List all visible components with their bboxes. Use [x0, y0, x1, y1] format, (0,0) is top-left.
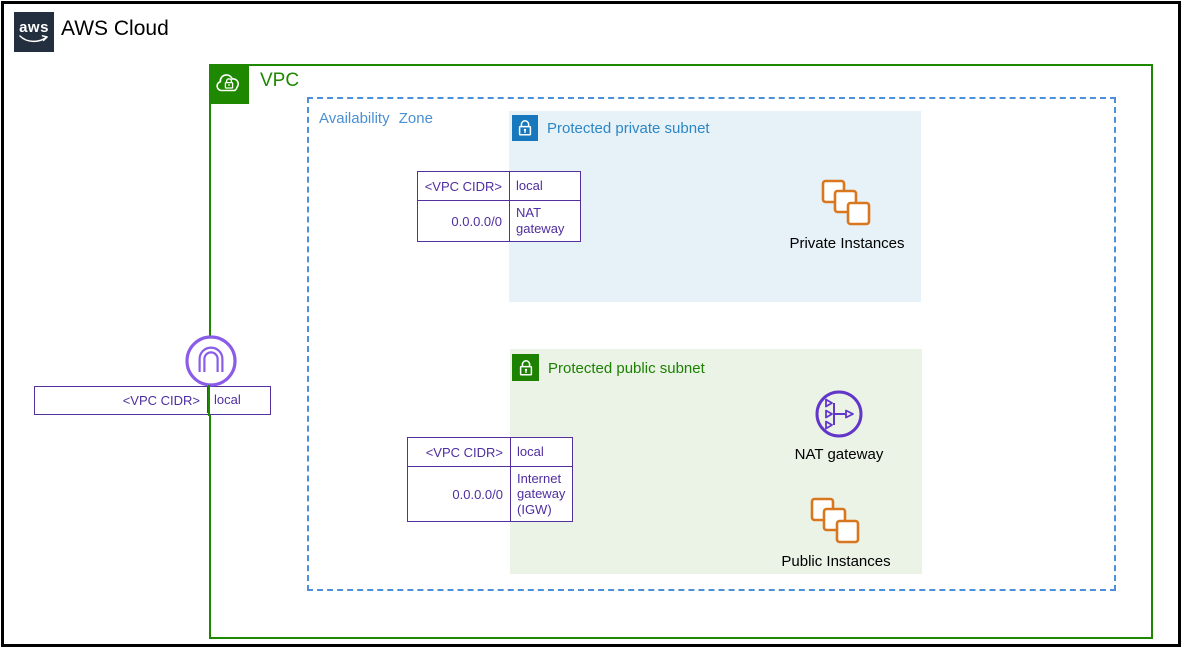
- public-subnet-title: Protected public subnet: [548, 360, 705, 377]
- vpc-icon: [209, 64, 249, 104]
- aws-cloud-group: Availability Zone Protected private subn…: [1, 1, 1181, 647]
- private-route-table: <VPC CIDR> local 0.0.0.0/0 NAT gateway: [417, 171, 581, 242]
- table-row: 0.0.0.0/0 NAT gateway: [418, 200, 580, 241]
- nat-gateway-icon: [815, 390, 863, 438]
- instances-icon: [821, 179, 871, 226]
- route-target: local: [214, 392, 241, 408]
- nat-gateway-label: NAT gateway: [794, 446, 884, 463]
- table-row: <VPC CIDR> local: [35, 387, 270, 413]
- route-destination: <VPC CIDR>: [418, 172, 510, 200]
- public-instances-label: Public Instances: [781, 553, 891, 570]
- vpc-title: VPC: [260, 70, 300, 91]
- private-instances: Private Instances: [777, 179, 917, 252]
- public-instances: Public Instances: [766, 497, 906, 570]
- table-row: <VPC CIDR> local: [418, 172, 580, 200]
- private-instances-label: Private Instances: [789, 235, 905, 252]
- route-destination: <VPC CIDR>: [35, 387, 208, 413]
- table-row: 0.0.0.0/0 Internet gateway (IGW): [408, 466, 572, 521]
- route-target: local: [517, 444, 544, 460]
- aws-logo-text: aws: [19, 18, 49, 36]
- private-subnet-lock-icon: [512, 115, 538, 141]
- route-target: Internet gateway (IGW): [517, 470, 566, 517]
- aws-cloud-title: AWS Cloud: [61, 17, 169, 40]
- nat-gateway: NAT gateway: [769, 388, 909, 463]
- instances-icon: [810, 497, 860, 544]
- aws-smile-icon: [19, 34, 48, 42]
- route-target: local: [516, 178, 543, 194]
- vpc-border-segment: [208, 385, 210, 416]
- route-destination: <VPC CIDR>: [408, 438, 511, 466]
- table-row: <VPC CIDR> local: [408, 438, 572, 466]
- availability-zone-border: [307, 97, 1116, 591]
- route-destination: 0.0.0.0/0: [408, 467, 511, 521]
- public-subnet-lock-icon: [512, 354, 539, 381]
- private-subnet-title: Protected private subnet: [547, 120, 710, 137]
- availability-zone-label: Availability Zone: [319, 110, 433, 127]
- vgw-route-table: <VPC CIDR> local: [34, 386, 271, 415]
- aws-logo-icon: aws: [14, 12, 54, 52]
- public-route-table: <VPC CIDR> local 0.0.0.0/0 Internet gate…: [407, 437, 573, 522]
- virtual-private-gateway-icon: [183, 333, 239, 389]
- route-destination: 0.0.0.0/0: [418, 201, 510, 241]
- route-target: NAT gateway: [516, 205, 565, 236]
